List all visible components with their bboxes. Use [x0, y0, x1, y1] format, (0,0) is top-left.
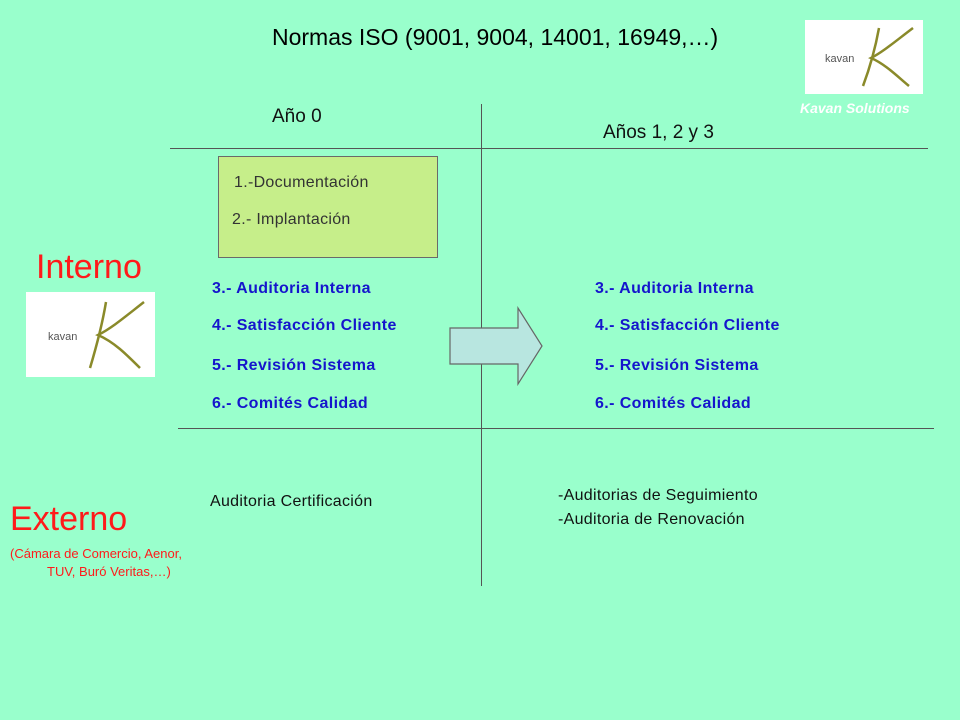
internal-left-item-2: 4.- Satisfacción Cliente [212, 317, 397, 334]
kavan-logo-top: kavan [805, 20, 923, 94]
external-right-item-2: -Auditoria de Renovación [558, 511, 745, 528]
internal-right-item-2: 4.- Satisfacción Cliente [595, 317, 780, 334]
top-horizontal-divider [170, 148, 928, 149]
column-header-years123: Años 1, 2 y 3 [603, 122, 714, 143]
internal-left-item-3: 5.- Revisión Sistema [212, 357, 376, 374]
kavan-k-icon: kavan [48, 301, 145, 369]
internal-left-item-4: 6.- Comités Calidad [212, 395, 369, 412]
interno-label: Interno [36, 248, 142, 286]
box-item-implantacion: 2.- Implantación [232, 211, 351, 228]
middle-horizontal-divider [178, 428, 934, 429]
internal-right-item-4: 6.- Comités Calidad [595, 395, 752, 412]
kavan-k-icon: kavan [825, 27, 914, 87]
externo-note-line2: TUV, Buró Veritas,…) [47, 564, 171, 579]
internal-left-item-1: 3.- Auditoria Interna [212, 280, 371, 297]
external-left-item: Auditoria Certificación [210, 493, 373, 510]
internal-right-item-1: 3.- Auditoria Interna [595, 280, 754, 297]
externo-label: Externo [10, 500, 128, 538]
internal-right-item-3: 5.- Revisión Sistema [595, 357, 759, 374]
initial-phase-box [218, 156, 438, 258]
logo-brand-text: kavan [825, 53, 854, 65]
box-item-documentacion: 1.-Documentación [234, 174, 369, 191]
external-right-item-1: -Auditorias de Seguimiento [558, 487, 758, 504]
column-header-year0: Año 0 [272, 106, 322, 127]
right-arrow-icon [449, 306, 543, 386]
diagram-title: Normas ISO (9001, 9004, 14001, 16949,…) [272, 24, 719, 50]
externo-note-line1: (Cámara de Comercio, Aenor, [10, 546, 182, 561]
logo-caption: Kavan Solutions [800, 100, 910, 116]
logo-brand-text: kavan [48, 331, 77, 343]
kavan-logo-left: kavan [26, 292, 155, 377]
